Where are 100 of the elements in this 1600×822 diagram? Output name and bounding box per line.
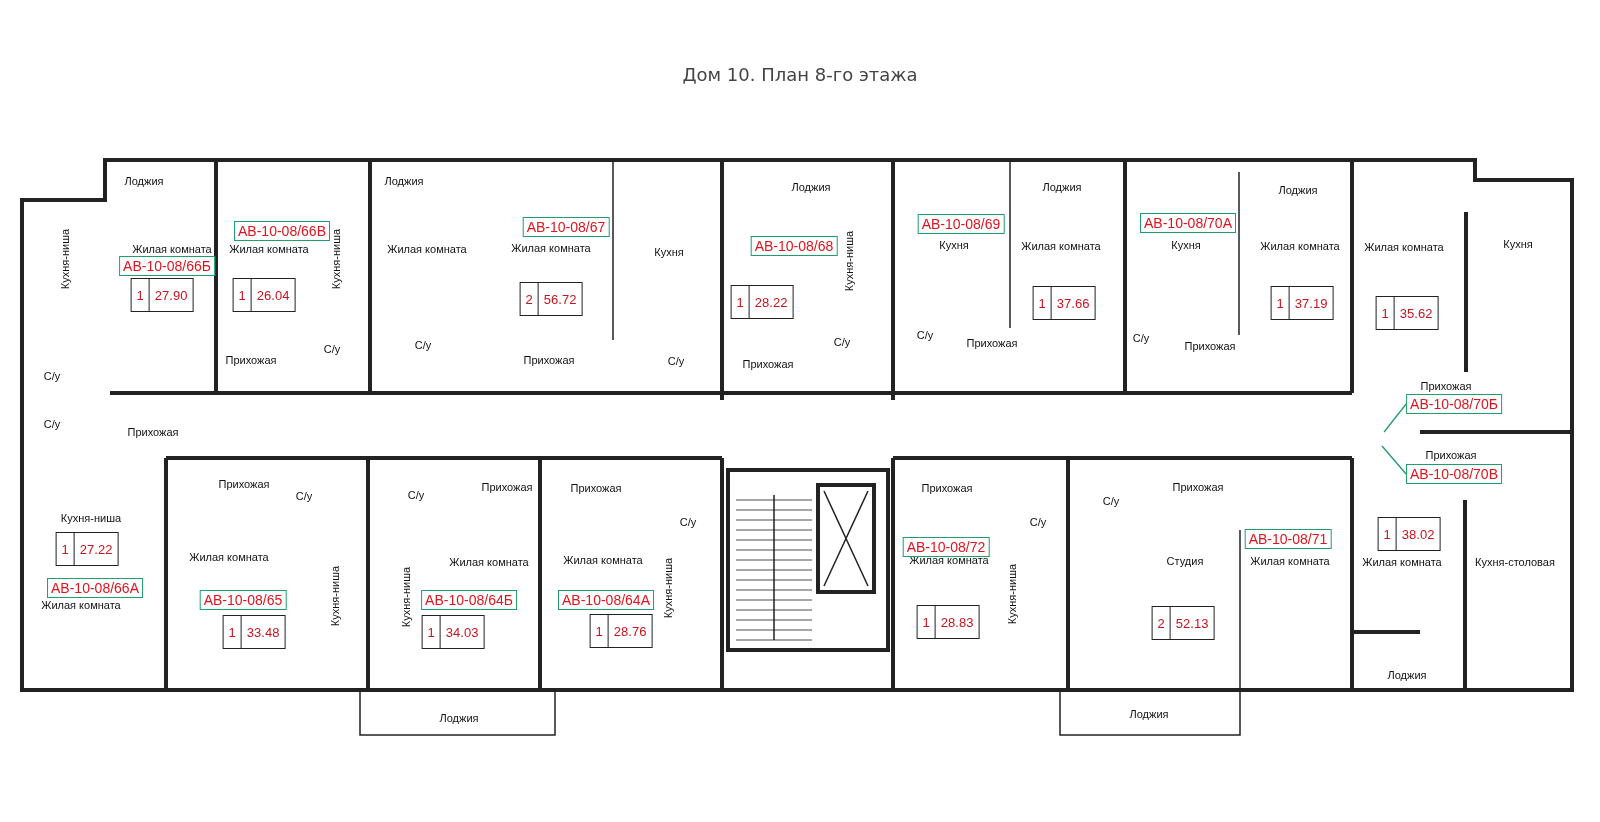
area-table — [1032, 286, 1096, 320]
room-label: Кухня-столовая — [1475, 555, 1555, 569]
area-table — [232, 278, 296, 312]
room-label: Жилая комната — [387, 242, 467, 256]
area-table — [1270, 286, 1334, 320]
room-label: Жилая комната — [229, 242, 309, 256]
room-count: 1 — [227, 623, 237, 642]
area-value: 56.72 — [537, 283, 582, 315]
room-label: Кухня-ниша — [60, 511, 122, 525]
room-label: Жилая комната — [1260, 239, 1340, 253]
room-label: С/у — [679, 515, 697, 529]
room-label: Прихожая — [921, 481, 973, 495]
area-value: 27.22 — [73, 533, 118, 565]
room-label: Прихожая — [218, 477, 270, 491]
room-label: Кухня-ниша — [328, 565, 342, 627]
room-label: Кухня-ниша — [1005, 563, 1019, 625]
apartment-code: АВ-10-08/67 — [522, 217, 610, 237]
apartment-code: АВ-10-08/66В — [234, 221, 330, 241]
apartment-code: АВ-10-08/64Б — [421, 590, 517, 610]
area-value: 35.62 — [1393, 297, 1438, 329]
room-label: С/у — [667, 354, 685, 368]
room-label: Лоджия — [124, 174, 164, 188]
apartment-code: АВ-10-08/70Б — [1406, 394, 1502, 414]
apartment-code: АВ-10-08/71 — [1244, 529, 1332, 549]
area-table — [1377, 517, 1441, 551]
area-table — [130, 278, 194, 312]
room-label: Жилая комната — [1364, 240, 1444, 254]
room-label: Прихожая — [1420, 379, 1472, 393]
room-label: Прихожая — [481, 480, 533, 494]
apartment-code: АВ-10-08/68 — [750, 236, 838, 256]
room-label: Лоджия — [384, 174, 424, 188]
room-label: Кухня — [1171, 238, 1201, 252]
area-table — [421, 615, 485, 649]
area-value: 28.76 — [607, 615, 652, 647]
room-count: 1 — [135, 286, 145, 305]
area-table — [1375, 296, 1439, 330]
room-count: 1 — [1275, 294, 1285, 313]
room-label: Жилая комната — [1250, 554, 1330, 568]
apartment-code: АВ-10-08/70В — [1406, 464, 1502, 484]
room-label: С/у — [414, 338, 432, 352]
area-value: 26.04 — [250, 279, 295, 311]
room-label: Кухня-ниша — [399, 566, 413, 628]
room-label: Жилая комната — [41, 598, 121, 612]
apartment-code: АВ-10-08/72 — [902, 537, 990, 557]
room-label: С/у — [1132, 331, 1150, 345]
room-count: 1 — [426, 623, 436, 642]
room-label: С/у — [323, 342, 341, 356]
room-label: Жилая комната — [563, 553, 643, 567]
room-count: 2 — [524, 290, 534, 309]
room-label: Кухня-ниша — [661, 557, 675, 619]
room-label: Кухня — [654, 245, 684, 259]
room-count: 1 — [1037, 294, 1047, 313]
room-label: Студия — [1166, 554, 1204, 568]
room-label: Кухня-ниша — [842, 230, 856, 292]
room-label: Прихожая — [127, 425, 179, 439]
room-label: С/у — [43, 417, 61, 431]
apartment-code: АВ-10-08/66А — [47, 578, 143, 598]
room-label: Прихожая — [225, 353, 277, 367]
room-count: 1 — [735, 293, 745, 312]
room-label: Жилая комната — [449, 555, 529, 569]
room-label: Лоджия — [1042, 180, 1082, 194]
room-label: Лоджия — [439, 711, 479, 725]
room-label: Прихожая — [1172, 480, 1224, 494]
apartment-code: АВ-10-08/69 — [917, 214, 1005, 234]
area-value: 27.90 — [148, 279, 193, 311]
room-label: С/у — [295, 489, 313, 503]
room-label: С/у — [833, 335, 851, 349]
room-label: Лоджия — [791, 180, 831, 194]
apartment-code: АВ-10-08/65 — [199, 590, 287, 610]
area-value: 37.19 — [1288, 287, 1333, 319]
room-count: 1 — [1382, 525, 1392, 544]
room-label: Прихожая — [523, 353, 575, 367]
room-count: 1 — [594, 622, 604, 641]
room-label: Прихожая — [1184, 339, 1236, 353]
area-table — [55, 532, 119, 566]
room-count: 1 — [1380, 304, 1390, 323]
room-label: Жилая комната — [511, 241, 591, 255]
area-value: 38.02 — [1395, 518, 1440, 550]
area-value: 28.83 — [934, 606, 979, 638]
room-label: С/у — [1029, 515, 1047, 529]
apartment-code: АВ-10-08/64А — [558, 590, 654, 610]
leader-line — [1383, 403, 1407, 433]
room-count: 2 — [1156, 614, 1166, 633]
room-label: Жилая комната — [1021, 239, 1101, 253]
area-table — [916, 605, 980, 639]
room-label: Кухня-ниша — [58, 228, 72, 290]
apartment-code: АВ-10-08/66Б — [119, 256, 215, 276]
room-label: Прихожая — [1425, 448, 1477, 462]
room-label: Лоджия — [1387, 668, 1427, 682]
room-label: Жилая комната — [1362, 555, 1442, 569]
room-label: Кухня — [1503, 237, 1533, 251]
area-table — [1151, 606, 1215, 640]
area-table — [519, 282, 583, 316]
room-label: С/у — [1102, 494, 1120, 508]
area-value: 33.48 — [240, 616, 285, 648]
room-label: С/у — [407, 488, 425, 502]
area-table — [730, 285, 794, 319]
area-value: 52.13 — [1169, 607, 1214, 639]
plan-title: Дом 10. План 8-го этажа — [682, 63, 918, 85]
room-label: Жилая комната — [132, 242, 212, 256]
